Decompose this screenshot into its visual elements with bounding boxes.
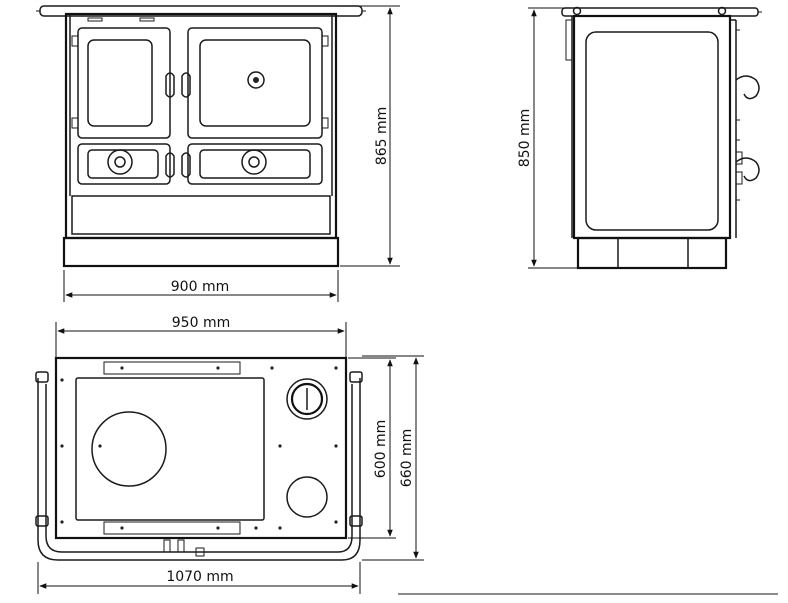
top-width-inner-dimension: 950 mm (55, 315, 347, 358)
front-width-label: 900 mm (171, 279, 229, 295)
top-width-outer-label: 1070 mm (166, 569, 233, 585)
top-depth-inner-dimension: 600 mm (348, 357, 396, 539)
top-width-inner-label: 950 mm (172, 315, 230, 331)
side-view (561, 6, 762, 270)
side-height-label: 850 mm (517, 109, 533, 167)
top-depth-inner-label: 600 mm (373, 420, 389, 478)
top-width-outer-dimension: 1070 mm (37, 562, 361, 594)
side-height-dimension: 850 mm (517, 7, 578, 269)
front-view (36, 5, 366, 268)
top-depth-outer-label: 660 mm (399, 429, 415, 487)
top-depth-outer-dimension: 660 mm (362, 355, 424, 561)
front-height-dimension: 865 mm (340, 5, 400, 267)
top-view (35, 356, 363, 561)
front-height-label: 865 mm (374, 107, 390, 165)
front-width-dimension: 900 mm (63, 270, 339, 302)
